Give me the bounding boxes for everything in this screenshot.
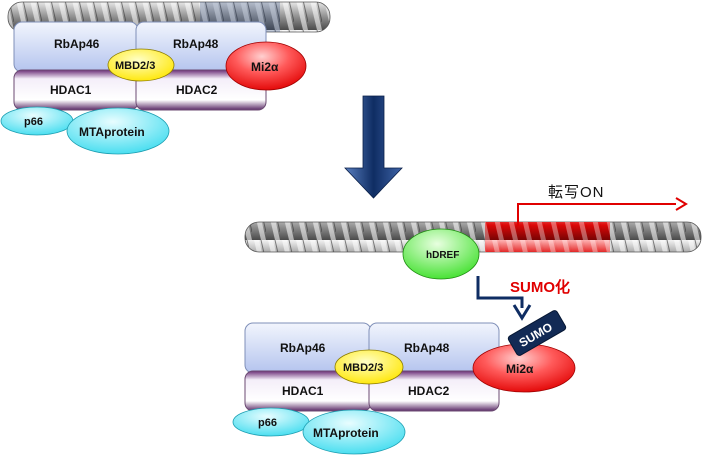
rbap48-label: RbAp48 bbox=[173, 37, 219, 51]
transcription-arrow bbox=[517, 197, 688, 226]
mi2-ellipse bbox=[225, 41, 307, 91]
p66-label: p66 bbox=[24, 116, 43, 128]
p66-label-bottom: p66 bbox=[258, 417, 277, 429]
protein-complex-top: RbAp46 RbAp48 HDAC1 HDAC2 MBD2/3 Mi2α p6… bbox=[0, 21, 307, 155]
mbd-ellipse bbox=[107, 48, 175, 82]
dna-red-region bbox=[485, 222, 610, 252]
hdac1-label-bottom: HDAC1 bbox=[282, 384, 324, 398]
mbd-label-bottom: MBD2/3 bbox=[343, 362, 383, 374]
rbap48-label-bottom: RbAp48 bbox=[404, 341, 450, 355]
mta-ellipse-bottom bbox=[302, 409, 406, 455]
mta-label-bottom: MTAprotein bbox=[313, 426, 379, 440]
transcription-on-label: 転写ON bbox=[548, 184, 605, 201]
hdref-label: hDREF bbox=[426, 250, 459, 261]
rbap46-label: RbAp46 bbox=[54, 37, 100, 51]
mta-label: MTAprotein bbox=[79, 125, 145, 139]
hdac1-label: HDAC1 bbox=[50, 83, 92, 97]
mi2-label-bottom: Mi2α bbox=[506, 362, 534, 376]
mta-ellipse bbox=[66, 107, 170, 155]
mbd-ellipse-bottom bbox=[334, 349, 404, 385]
transition-arrow bbox=[344, 95, 403, 199]
sumoylation-label: SUMO化 bbox=[510, 278, 570, 296]
dna-strand-bottom bbox=[244, 221, 702, 253]
protein-complex-bottom: RbAp46 RbAp48 HDAC1 HDAC2 MBD2/3 Mi2α p6… bbox=[232, 322, 576, 455]
hdref-ellipse bbox=[402, 228, 480, 280]
sumoylation-arrow bbox=[476, 276, 532, 321]
mi2-label: Mi2α bbox=[251, 60, 279, 74]
hdac2-block-bottom bbox=[368, 370, 500, 412]
mbd-label: MBD2/3 bbox=[115, 60, 155, 72]
rbap46-label-bottom: RbAp46 bbox=[280, 341, 326, 355]
hdac2-label: HDAC2 bbox=[176, 83, 218, 97]
hdac2-label-bottom: HDAC2 bbox=[408, 384, 450, 398]
